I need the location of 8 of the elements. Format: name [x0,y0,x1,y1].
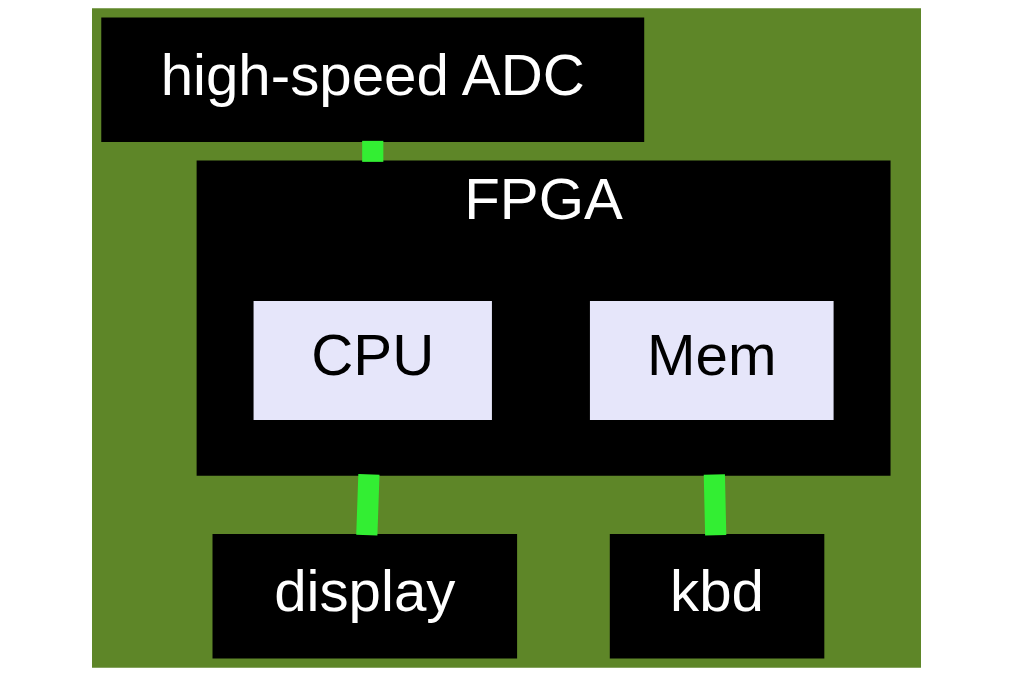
connector [356,474,380,536]
connector [703,474,727,536]
node-box: kbd [609,534,825,659]
node-box: high-speed ADC [101,17,645,142]
connector [362,140,384,162]
node-box: CPU [250,298,495,423]
node-box: Mem [587,298,837,423]
node-box: display [212,534,518,659]
